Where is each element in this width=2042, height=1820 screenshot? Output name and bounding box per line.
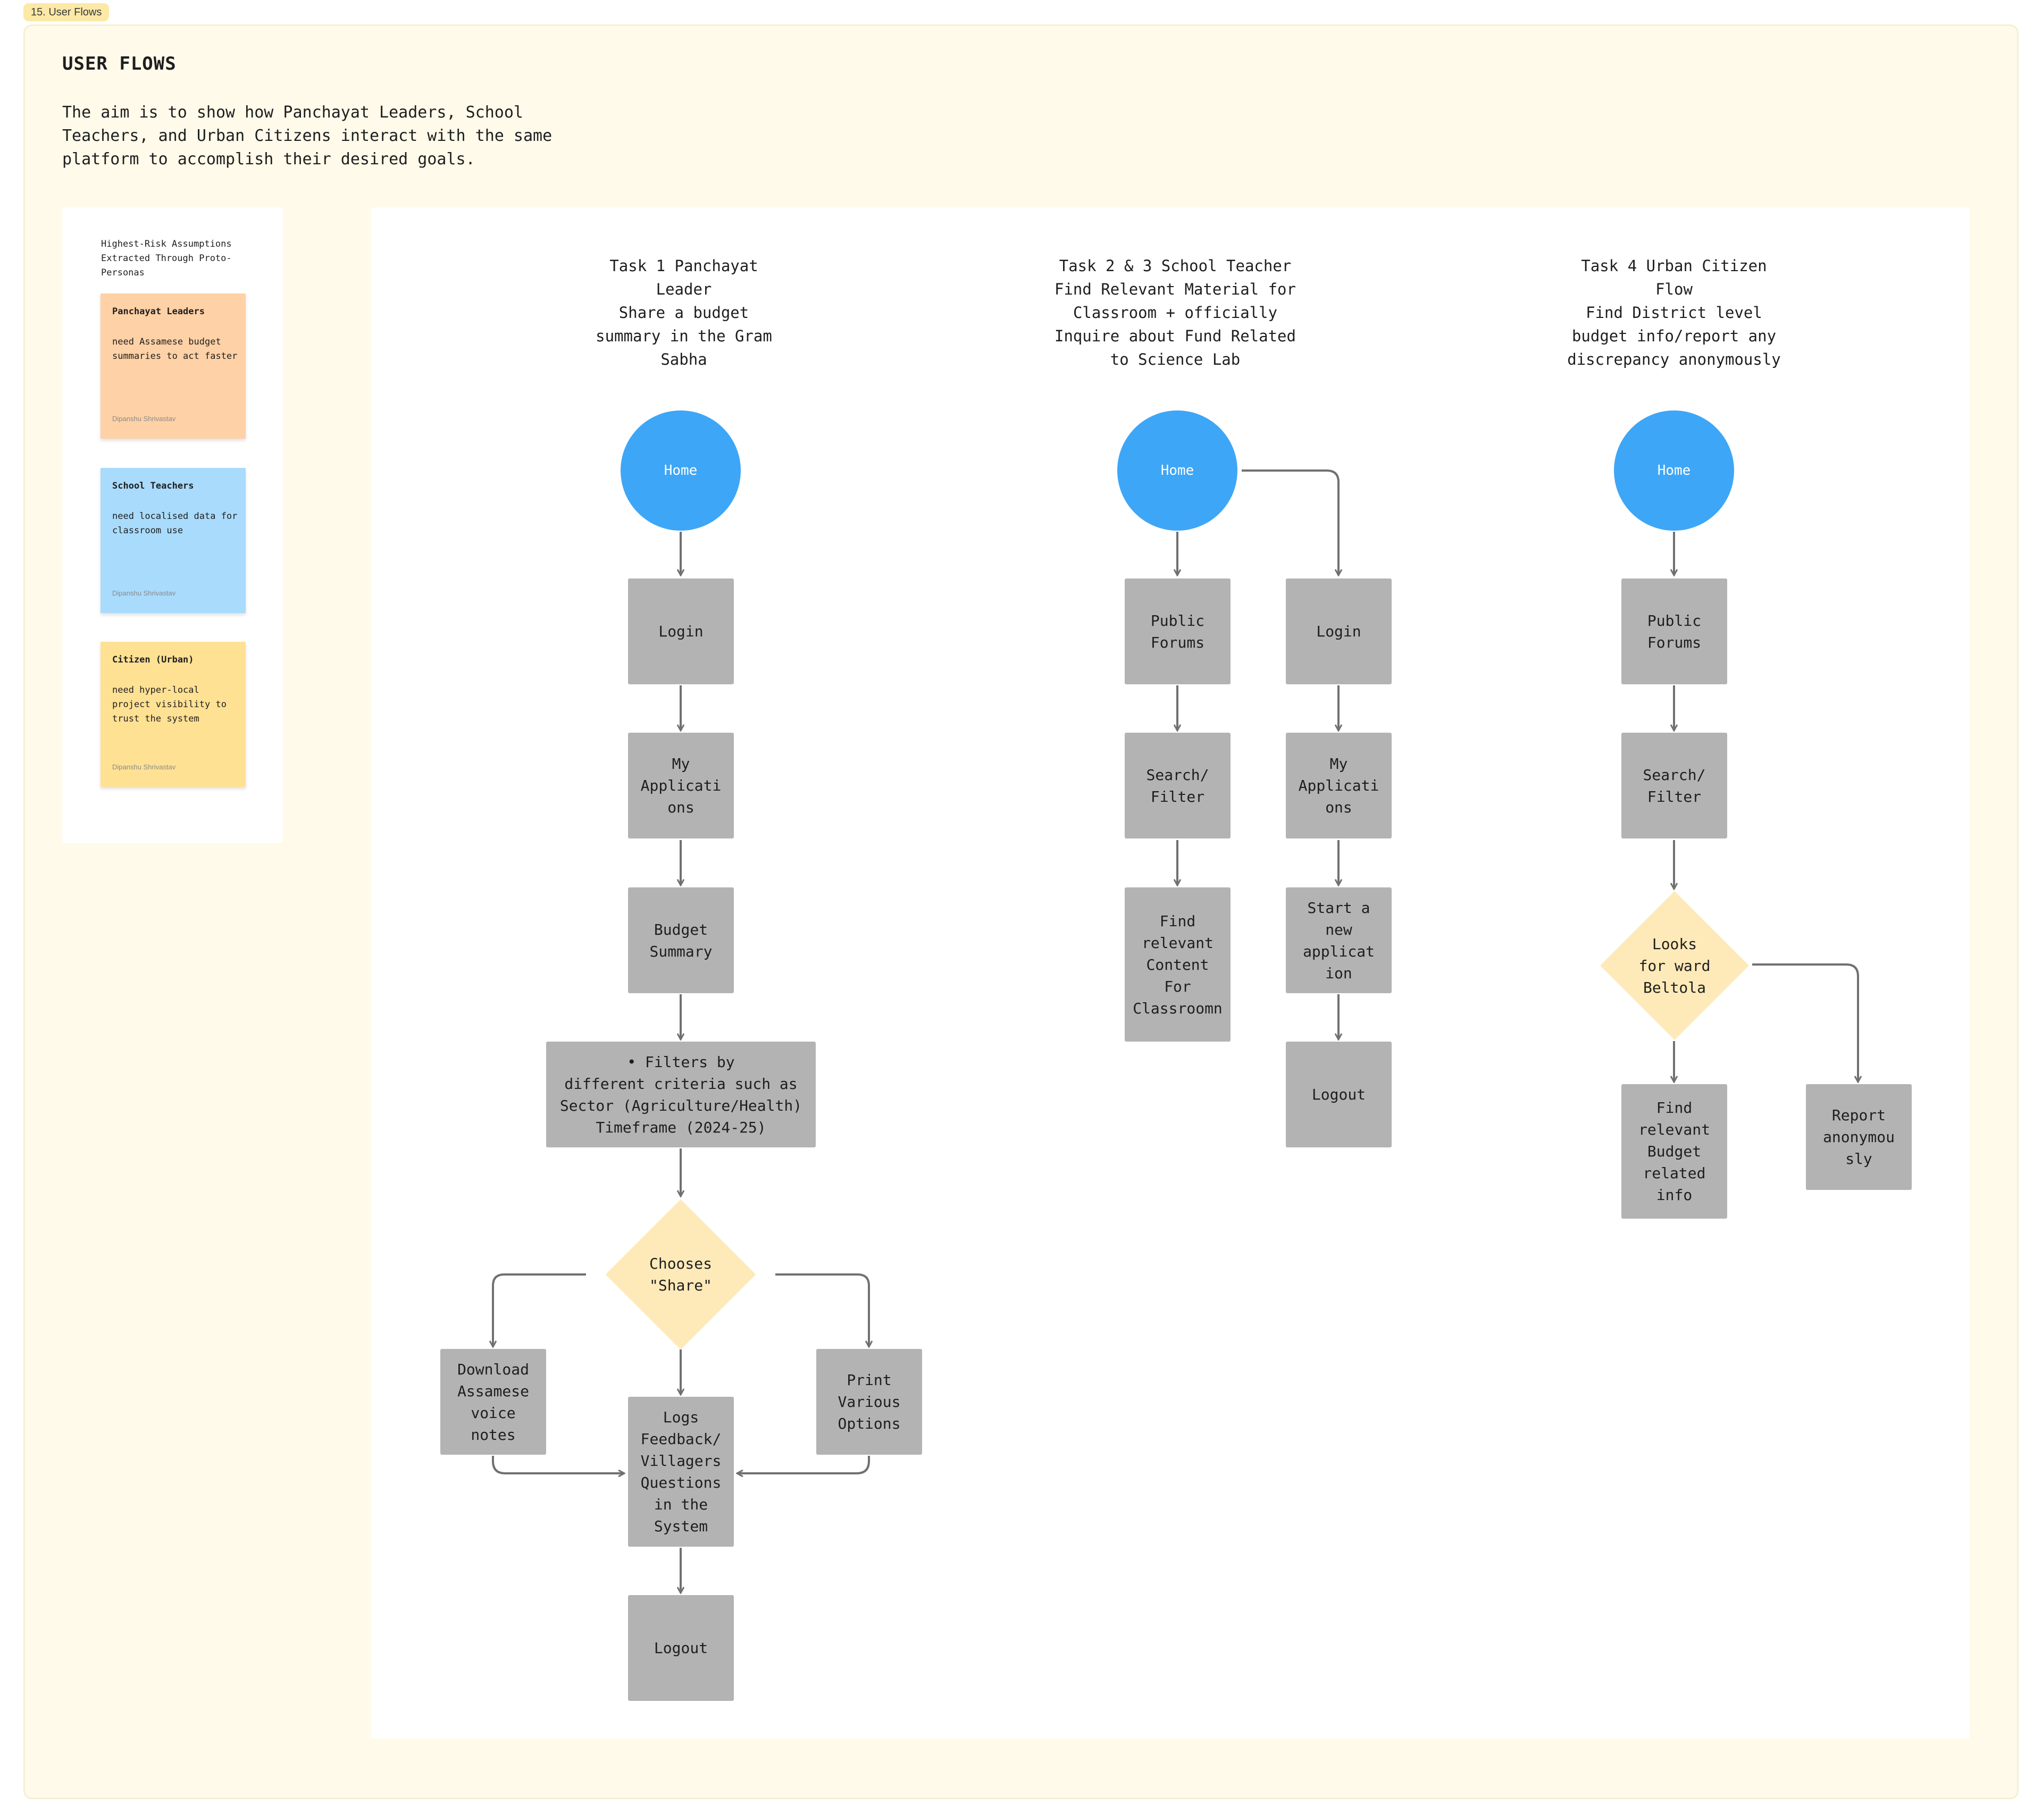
t4-home-node[interactable]: Home — [1614, 410, 1734, 531]
sticky-note-school-teachers[interactable]: School Teachers need localised data for … — [101, 468, 246, 613]
t4-search-filter-node[interactable]: Search/ Filter — [1621, 733, 1727, 838]
t3-login-node[interactable]: Login — [1286, 578, 1392, 684]
sticky-text: need hyper-local project visibility to t… — [112, 685, 227, 724]
t1-filters-node[interactable]: • Filters by different criteria such as … — [546, 1042, 816, 1147]
connector-arrow — [493, 1273, 586, 1347]
sticky-note-panchayat-leaders[interactable]: Panchayat Leaders need Assamese budget s… — [101, 293, 246, 439]
t1-budget-summary-node[interactable]: Budget Summary — [628, 887, 734, 993]
sticky-author: Dipanshu Shrivastav — [112, 415, 176, 423]
t4-report-anonymously-node[interactable]: Report anonymou sly — [1806, 1084, 1912, 1190]
t3-logout-node[interactable]: Logout — [1286, 1042, 1392, 1147]
t3-start-application-node[interactable]: Start a new applicat ion — [1286, 887, 1392, 993]
t1-print-options-node[interactable]: Print Various Options — [816, 1349, 922, 1455]
t1-download-voice-notes-node[interactable]: Download Assamese voice notes — [440, 1349, 546, 1455]
t2-public-forums-node[interactable]: Public Forums — [1125, 578, 1231, 684]
t1-logs-feedback-node[interactable]: Logs Feedback/ Villagers Questions in th… — [628, 1397, 734, 1547]
t4-ward-decision-node[interactable]: Looks for ward Beltola — [1596, 891, 1753, 1041]
t4-find-budget-info-node[interactable]: Find relevant Budget related info — [1621, 1084, 1727, 1219]
sticky-author: Dipanshu Shrivastav — [112, 589, 176, 597]
connector-arrow — [737, 1456, 870, 1473]
section-title: USER FLOWS — [62, 53, 177, 74]
frame-label[interactable]: 15. User Flows — [23, 3, 110, 21]
t1-share-decision-node[interactable]: Chooses "Share" — [586, 1199, 775, 1350]
t4-public-forums-node[interactable]: Public Forums — [1621, 578, 1727, 684]
sticky-author: Dipanshu Shrivastav — [112, 763, 176, 771]
t3-my-applications-node[interactable]: My Applicati ons — [1286, 733, 1392, 838]
task-2-3-title: Task 2 & 3 School Teacher Find Relevant … — [1055, 257, 1296, 368]
t2-home-node[interactable]: Home — [1117, 410, 1237, 531]
sticky-note-citizen-urban[interactable]: Citizen (Urban) need hyper-local project… — [101, 642, 246, 787]
task-1-title: Task 1 Panchayat Leader Share a budget s… — [596, 257, 772, 368]
sticky-title: Panchayat Leaders — [112, 306, 205, 317]
connector-arrow — [1242, 469, 1338, 575]
t2-search-filter-node[interactable]: Search/ Filter — [1125, 733, 1231, 838]
sticky-title: School Teachers — [112, 481, 194, 491]
connector-arrow — [1752, 963, 1858, 1082]
sticky-text: need localised data for classroom use — [112, 511, 238, 536]
t1-home-node[interactable]: Home — [621, 410, 741, 531]
task-4-title: Task 4 Urban Citizen Flow Find District … — [1567, 257, 1781, 368]
sticky-text: need Assamese budget summaries to act fa… — [112, 337, 238, 362]
persona-heading: Highest-Risk Assumptions Extracted Throu… — [101, 239, 232, 278]
decision-label: Chooses "Share" — [649, 1255, 712, 1294]
connector-arrow — [775, 1273, 869, 1347]
sticky-title: Citizen (Urban) — [112, 655, 194, 665]
t1-my-applications-node[interactable]: My Applicati ons — [628, 733, 734, 838]
connector-arrow — [492, 1456, 624, 1473]
t1-logout-node[interactable]: Logout — [628, 1595, 734, 1701]
decision-label: Looks for ward Beltola — [1638, 935, 1711, 996]
t1-login-node[interactable]: Login — [628, 578, 734, 684]
intro-text: The aim is to show how Panchayat Leaders… — [62, 103, 553, 169]
t2-find-content-node[interactable]: Find relevant Content For Classroomn — [1125, 887, 1231, 1042]
